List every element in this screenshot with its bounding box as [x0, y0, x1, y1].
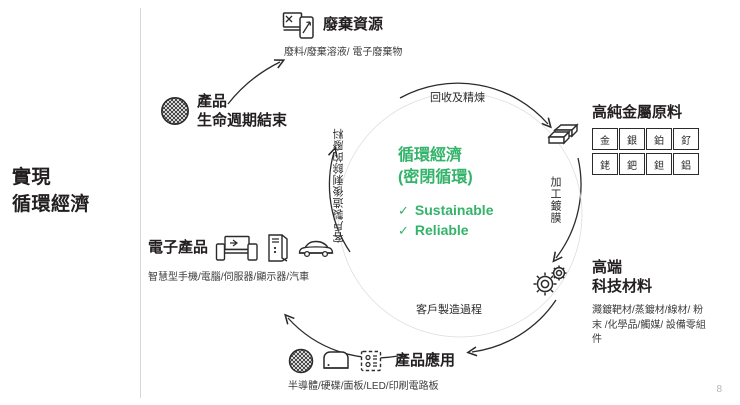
centre-title-line1: 循環經濟	[398, 147, 463, 164]
vertical-divider	[140, 8, 141, 398]
node-product-application-title: 產品應用	[395, 352, 456, 370]
page-number: 8	[716, 384, 722, 395]
node-end-of-life-titles: 產品 生命週期結束	[197, 92, 287, 130]
node-electronic-products-title: 電子產品	[148, 239, 209, 257]
centre-bullet-reliable: ✓ Reliable	[398, 220, 578, 241]
arc-label-recover-refine: 回收及精煉	[430, 92, 485, 104]
centre-bullet-list: ✓ Sustainable ✓ Reliable	[398, 200, 578, 241]
centre-title-line2: (密閉循環)	[398, 168, 473, 186]
node-end-of-life: 產品 生命週期結束	[160, 92, 287, 130]
node-advanced-materials-subtitle: 濺鍍靶材/蒸鍍材/線材/ 粉末 /化學品/觸媒/ 設備零組件	[592, 305, 706, 346]
gears-icon	[533, 265, 567, 296]
centre-bullet-label: Sustainable	[414, 201, 494, 218]
node-end-of-life-title-line2: 生命週期結束	[197, 112, 288, 130]
hard-drive-icon	[323, 351, 349, 369]
check-icon: ✓	[398, 223, 409, 239]
node-electronic-products: 電子產品 智慧型手機/電腦/	[148, 232, 335, 286]
node-product-application-subtitle: 半導體/硬碟/面板/LED/印刷電路板	[288, 381, 439, 392]
server-icon	[268, 234, 288, 262]
centre-bullet-sustainable: ✓ Sustainable	[398, 200, 578, 221]
node-end-of-life-header: 產品 生命週期結束	[160, 92, 287, 130]
metal-chip: 鈀	[619, 153, 645, 176]
metal-chip: 金	[592, 128, 618, 151]
node-electronic-products-subtitle: 智慧型手機/電腦/伺服器/顯示器/汽車	[148, 272, 310, 283]
metal-chip: 鉭	[646, 153, 672, 176]
arc-label-process-coating: 加工鍍膜	[549, 176, 561, 224]
mesh-sphere-icon	[161, 97, 189, 126]
laptop-phone-icon	[215, 235, 258, 261]
centre-callout: 循環經濟 (密閉循環) ✓ Sustainable ✓ Reliable	[398, 145, 578, 241]
node-high-purity-metal: 高純金屬原料 金 銀 鉑 釕 銠 鈀 鉭 鋁	[592, 103, 699, 176]
node-product-application-header: 產品應用	[288, 348, 455, 374]
node-advanced-materials: 高端 科技材料 濺鍍靶材/蒸鍍材/線材/ 粉末 /化學品/觸媒/ 設備零組件	[592, 258, 710, 348]
node-high-purity-metal-title: 高純金屬原料	[592, 104, 683, 121]
centre-bullet-label: Reliable	[414, 222, 469, 239]
arc-label-residual-scrap: 客戶製造後剩餘的廢料	[333, 128, 345, 243]
node-waste-resources: 廢棄資源 廢料/廢棄溶液/ 電子廢棄物	[282, 10, 402, 61]
metal-chip: 鋁	[673, 153, 699, 176]
wafer-icon	[288, 348, 314, 374]
slide-heading-line2: 循環經濟	[12, 193, 91, 215]
arc-label-customer-manufacturing: 客戶製造過程	[416, 304, 482, 316]
node-product-application: 產品應用 半導體/硬碟/面板/LED/印刷電路板	[288, 348, 455, 395]
node-waste-resources-subtitle: 廢料/廢棄溶液/ 電子廢棄物	[284, 47, 403, 58]
metal-chip: 釕	[673, 128, 699, 151]
metal-chip: 銠	[592, 153, 618, 176]
node-waste-resources-title: 廢棄資源	[323, 16, 384, 34]
node-electronic-products-header: 電子產品	[148, 232, 335, 264]
metal-chip-grid: 金 銀 鉑 釕 銠 鈀 鉭 鋁	[592, 128, 699, 176]
node-end-of-life-title-line1: 產品	[197, 93, 228, 110]
metal-chip: 鉑	[646, 128, 672, 151]
metal-ingot-icon	[547, 123, 579, 145]
slide-heading: 實現 循環經濟	[12, 165, 132, 219]
check-icon: ✓	[398, 202, 409, 218]
car-icon	[298, 240, 334, 258]
waste-electronics-icon	[282, 12, 314, 39]
metal-chip: 銀	[619, 128, 645, 151]
chip-icon	[360, 350, 382, 372]
node-advanced-materials-title-line2: 科技材料	[592, 278, 653, 296]
slide-heading-line1: 實現	[12, 167, 52, 188]
node-waste-resources-header: 廢棄資源	[282, 10, 402, 40]
node-advanced-materials-title-line1: 高端	[592, 259, 623, 276]
